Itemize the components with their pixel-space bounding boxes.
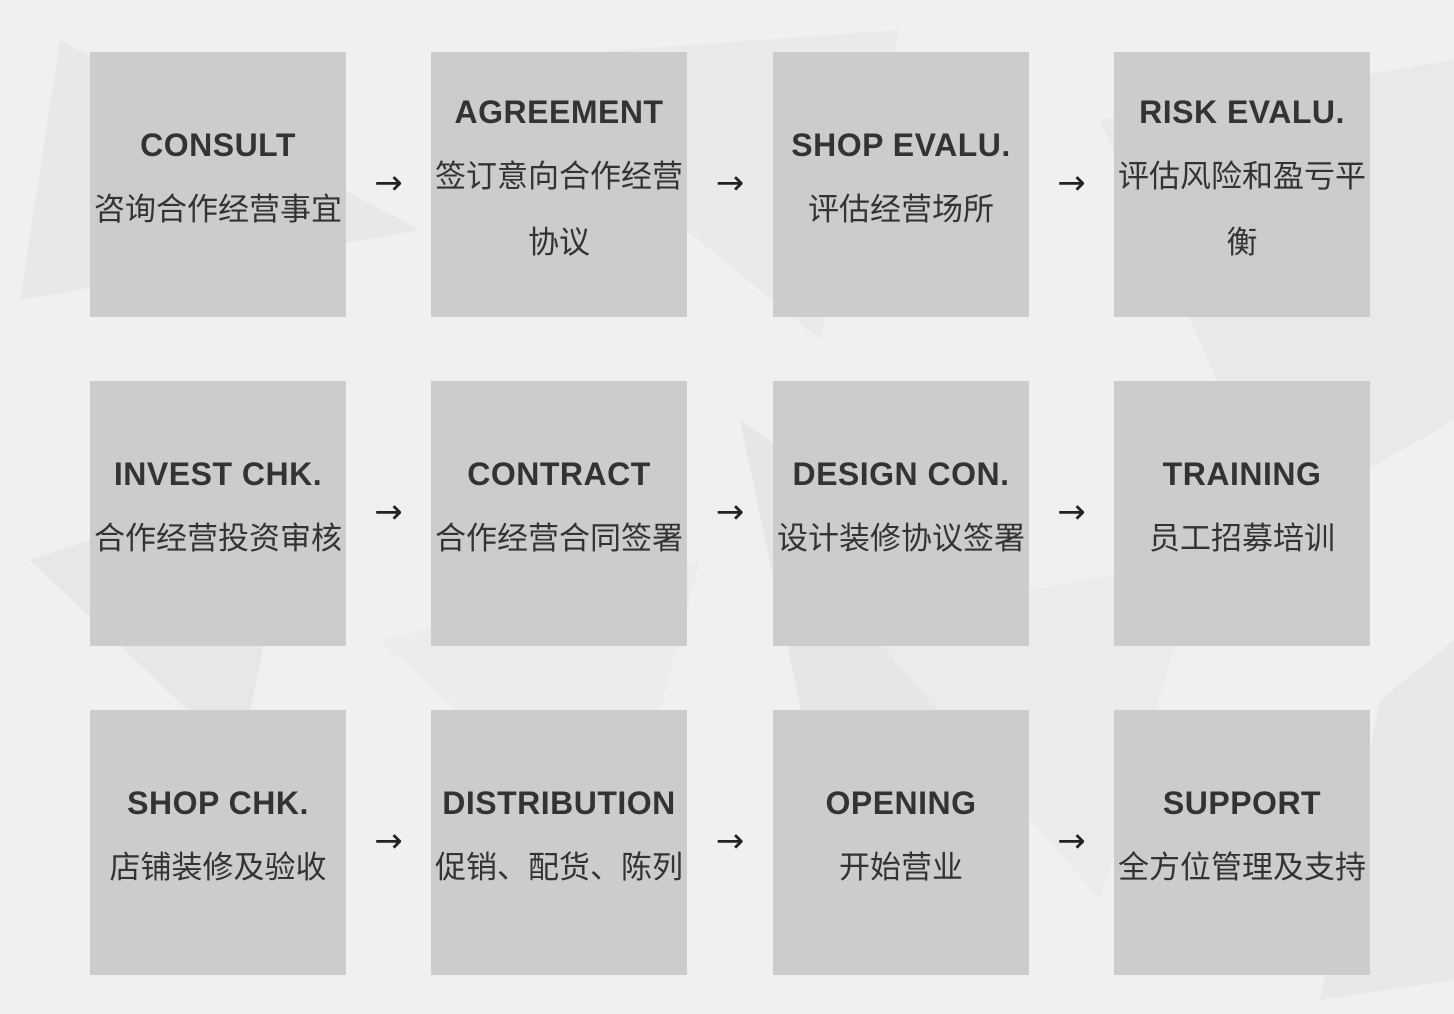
step-title: OPENING <box>825 784 977 821</box>
step-description: 评估风险和盈亏平衡 <box>1118 158 1366 261</box>
step-box-2: AGREEMENT 签订意向合作经营协议 <box>431 52 687 317</box>
step-title: RISK EVALU. <box>1139 93 1345 130</box>
step-description: 设计装修协议签署 <box>777 520 1025 557</box>
step-title: DISTRIBUTION <box>442 784 676 821</box>
step-description: 开始营业 <box>839 849 963 886</box>
step-box-9: SHOP CHK. 店铺装修及验收 <box>90 710 346 975</box>
step-description: 合作经营投资审核 <box>94 520 342 557</box>
step-box-1: CONSULT 咨询合作经营事宜 <box>90 52 346 317</box>
step-title: DESIGN CON. <box>792 455 1010 492</box>
step-title: SUPPORT <box>1162 784 1322 821</box>
arrow-right-icon: → <box>374 491 403 532</box>
step-description: 合作经营合同签署 <box>435 520 683 557</box>
step-description: 全方位管理及支持 <box>1118 849 1366 886</box>
arrow-right-icon: → <box>715 162 745 203</box>
step-title: SHOP EVALU. <box>791 126 1011 163</box>
step-description: 评估经营场所 <box>808 191 994 228</box>
step-title: SHOP CHK. <box>127 784 309 821</box>
step-description: 促销、配货、陈列 <box>435 849 683 886</box>
arrow-right-icon: → <box>1057 491 1086 532</box>
arrow-right-icon: → <box>715 491 745 532</box>
step-title: INVEST CHK. <box>113 455 323 492</box>
step-box-10: DISTRIBUTION 促销、配货、陈列 <box>431 710 687 975</box>
step-description: 签订意向合作经营协议 <box>435 158 683 261</box>
arrow-right-icon: → <box>1057 162 1086 203</box>
arrow-right-icon: → <box>1057 820 1086 861</box>
step-title: TRAINING <box>1162 455 1322 492</box>
arrow-right-icon: → <box>715 820 745 861</box>
step-title: CONTRACT <box>467 455 651 492</box>
step-box-4: RISK EVALU. 评估风险和盈亏平衡 <box>1114 52 1370 317</box>
step-title: CONSULT <box>140 126 296 163</box>
step-box-11: OPENING 开始营业 <box>773 710 1029 975</box>
step-description: 员工招募培训 <box>1149 520 1335 557</box>
step-box-3: SHOP EVALU. 评估经营场所 <box>773 52 1029 317</box>
arrow-right-icon: → <box>374 820 403 861</box>
step-box-7: DESIGN CON. 设计装修协议签署 <box>773 381 1029 646</box>
step-description: 店铺装修及验收 <box>109 849 327 886</box>
arrow-right-icon: → <box>374 162 403 203</box>
step-box-8: TRAINING 员工招募培训 <box>1114 381 1370 646</box>
step-box-5: INVEST CHK. 合作经营投资审核 <box>90 381 346 646</box>
step-description: 咨询合作经营事宜 <box>94 191 342 228</box>
step-title: AGREEMENT <box>454 93 664 130</box>
step-box-6: CONTRACT 合作经营合同签署 <box>431 381 687 646</box>
step-box-12: SUPPORT 全方位管理及支持 <box>1114 710 1370 975</box>
